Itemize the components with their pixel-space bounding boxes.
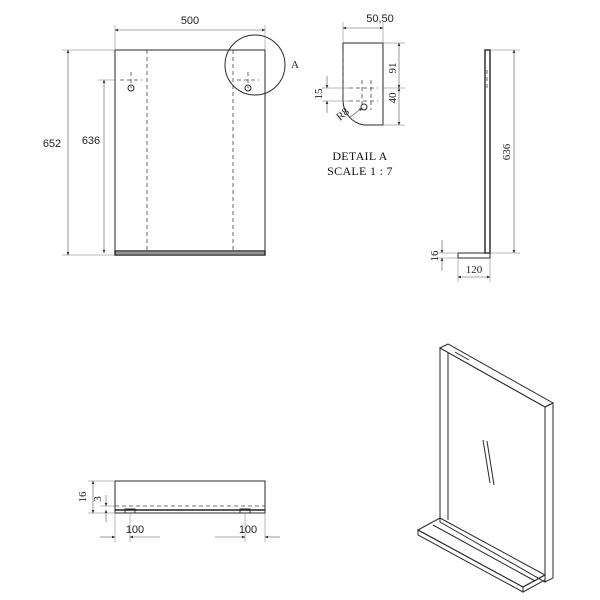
front-view: A 500 652 636 (43, 15, 299, 256)
bottom-inset-label: 3 (92, 496, 104, 502)
shelf-thickness-label: 16 (429, 250, 441, 262)
mirror-height-label: 636 (82, 135, 100, 147)
left-offset-label: 100 (126, 524, 144, 536)
hanging-bracket-left (120, 72, 142, 92)
shelf-depth-label: 120 (466, 264, 483, 276)
bottom-shelf-outline (114, 480, 266, 514)
mirror-panel-outline (114, 49, 266, 254)
bottom-view: 16 3 100 100 (77, 480, 280, 542)
iso-shelf-top (416, 517, 547, 588)
top-offset-label: 91 (387, 63, 399, 74)
detail-bracket-outline (342, 42, 384, 126)
detail-width-label: 50,50 (366, 13, 394, 25)
isometric-view (416, 343, 555, 593)
hanging-bracket-right (237, 72, 259, 92)
detail-callout-label: A (291, 59, 299, 71)
overall-height-label: 652 (43, 138, 61, 150)
detail-view: 50,50 91 40 15 R8 DETAIL A SCALE 1 : 7 (313, 13, 405, 178)
side-panel (484, 49, 491, 254)
detail-callout-circle (224, 34, 286, 96)
detail-title: DETAIL A (332, 149, 387, 163)
slot-width-label: 15 (313, 88, 325, 100)
side-height-label: 636 (501, 143, 513, 160)
width-label: 500 (181, 15, 199, 27)
radius-label: R8 (334, 106, 352, 124)
shelf-strip (114, 250, 266, 256)
bottom-thickness-label: 16 (77, 491, 89, 503)
iso-right-edge (544, 402, 554, 583)
dim-radius-leader (348, 107, 363, 119)
slot-height-label: 40 (387, 92, 399, 104)
side-view: 636 16 120 (429, 49, 520, 282)
right-offset-label: 100 (239, 524, 257, 536)
detail-keyhole-slot (349, 80, 378, 111)
iso-shelf-side (522, 574, 546, 593)
detail-scale: SCALE 1 : 7 (327, 164, 393, 178)
side-shelf (457, 252, 491, 259)
iso-reflection (482, 439, 495, 486)
